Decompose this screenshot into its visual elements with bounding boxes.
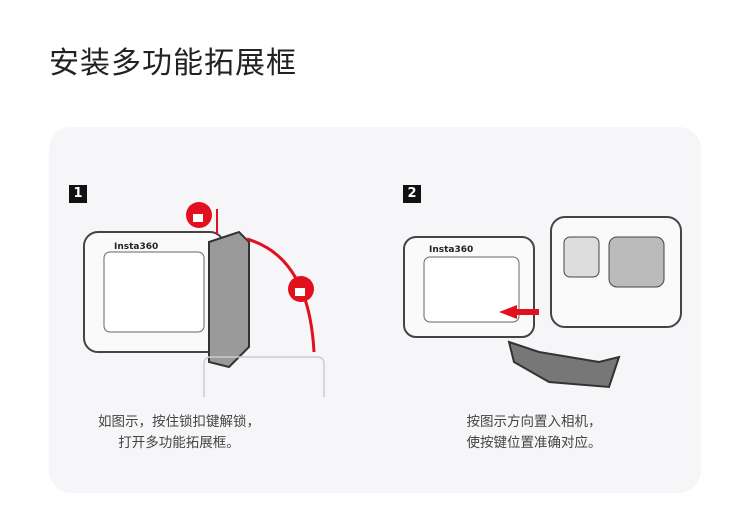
step-2-caption: 按图示方向置入相机， 使按键位置准确对应。: [449, 412, 619, 454]
caption-line: 使按键位置准确对应。: [466, 435, 602, 451]
step-1-caption: 如图示，按住锁扣键解锁， 打开多功能拓展框。: [79, 412, 279, 454]
brand-label: Insta360: [429, 245, 473, 255]
instruction-card: 1 2 Insta360 Insta360 如图示，按住锁扣键解锁， 打开多功能…: [49, 127, 701, 493]
direction-arrow: [499, 305, 539, 319]
caption-line: 按图示方向置入相机，: [466, 414, 602, 430]
caption-line: 打开多功能拓展框。: [118, 435, 240, 451]
page-title: 安装多功能拓展框: [49, 46, 297, 81]
step-2-illustration: Insta360: [403, 216, 682, 389]
step-2-badge: 2: [403, 185, 421, 203]
brand-label: Insta360: [114, 242, 158, 252]
caption-line: 如图示，按住锁扣键解锁，: [98, 414, 260, 430]
step-1-badge: 1: [69, 185, 87, 203]
step-1-illustration: Insta360: [83, 202, 325, 397]
